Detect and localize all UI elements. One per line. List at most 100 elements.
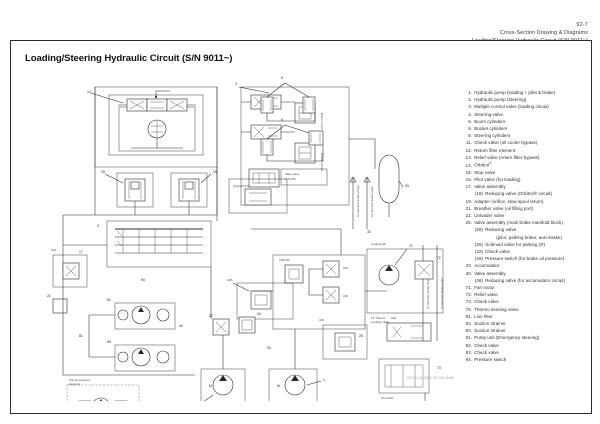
legend-item: 94.Pressure switch xyxy=(463,356,587,363)
legend-item: 11.Check valve (oil cooler bypass) xyxy=(463,139,587,146)
legend-item-number: (29) xyxy=(474,241,483,247)
legend-item: (49)Pressure switch (for brake oil press… xyxy=(463,255,587,262)
legend-item-number: 11. xyxy=(466,140,472,146)
legend-item: 16.Pilot valve (for loading) xyxy=(463,176,587,183)
legend-item-label: Bucket cylinders xyxy=(474,126,508,132)
svg-text:82: 82 xyxy=(107,298,111,302)
legend-item: 3.Multiple control valve (loading circui… xyxy=(463,103,587,110)
legend-item: 93.Check valve xyxy=(463,349,587,356)
svg-text:94: 94 xyxy=(141,278,145,282)
legend-item-label: Adapter (orifice, slow spool return) xyxy=(474,198,544,204)
legend-item-number: 91. xyxy=(465,335,472,341)
svg-text:93: 93 xyxy=(267,346,271,350)
legend-item-number: 2. xyxy=(468,97,472,103)
legend-item-label: Steering cylinders xyxy=(474,133,511,139)
legend-item-number: 26. xyxy=(465,220,472,226)
svg-text:M: M xyxy=(209,384,212,388)
legend-item-label: Valve assembly xyxy=(474,270,506,276)
legend-item: (29)Solenoid valve for parking (R) xyxy=(463,241,587,248)
svg-text:24: 24 xyxy=(257,312,261,316)
legend-item-label: Pressure switch xyxy=(474,357,507,362)
legend-item: 72.Relief valve xyxy=(463,291,587,298)
svg-text:(11)(12)(13): (11)(12)(13) xyxy=(233,184,249,188)
legend-item: 83.Suction strainer xyxy=(463,327,587,334)
svg-text:(17)(18): (17)(18) xyxy=(285,177,296,181)
legend-item-label: Relief valve xyxy=(474,292,498,298)
svg-text:21: 21 xyxy=(47,294,51,298)
legend-item-number: 16. xyxy=(465,176,472,182)
svg-text:5: 5 xyxy=(281,76,283,80)
legend-item-label: Suction strainer xyxy=(474,320,506,326)
legend-item-number: 83. xyxy=(465,328,472,334)
legend-item-label: Valve assembly (main brake manifold bloc… xyxy=(474,220,563,226)
legend-item-label: Relief valve (return filter bypass) xyxy=(474,154,540,160)
legend-item-number: 4. xyxy=(468,111,472,117)
legend-item-number: 14. xyxy=(465,162,472,168)
svg-text:73: 73 xyxy=(437,366,441,370)
legend-item-label: Line filter xyxy=(474,313,493,319)
legend-item: 81.Line filter xyxy=(463,313,587,320)
legend-item-label: Pilot valve (for loading) xyxy=(474,176,521,182)
legend-item-label: Reducing valve (Orbitrol® circuit) xyxy=(485,191,553,197)
svg-text:16: 16 xyxy=(213,170,217,174)
svg-text:To wet disc brake (rear): To wet disc brake (rear) xyxy=(370,186,374,217)
legend-list: 1.Hydraulic pump (loading + pilot & brak… xyxy=(463,89,587,363)
legend-item: 21.Breather valve (oil filling port) xyxy=(463,205,587,212)
svg-text:To wet disc brake (front): To wet disc brake (front) xyxy=(426,277,430,309)
svg-text:3: 3 xyxy=(97,224,99,228)
svg-text:M: M xyxy=(277,384,280,388)
legend-item-number: 94. xyxy=(465,357,472,362)
legend-item-number: 19. xyxy=(465,198,472,204)
legend-item-label: Orbitrol xyxy=(474,162,490,168)
legend-item: 5.Boom cylinders xyxy=(463,118,587,125)
legend-item-label: Pump unit (Emergency steering) xyxy=(474,335,540,341)
legend-item-number: (32) xyxy=(474,248,483,254)
svg-text:(26): (26) xyxy=(319,318,324,322)
legend-item: 4.Steering valve xyxy=(463,111,587,118)
svg-text:(29)(49): (29)(49) xyxy=(279,258,290,262)
legend-item: (28)Reducing valve xyxy=(463,226,587,233)
legend-item-number: 72. xyxy=(465,292,472,298)
legend-item: 92.Check valve xyxy=(463,342,587,349)
legend-item-label: Fan motor xyxy=(474,284,495,290)
legend-item-number: 22. xyxy=(465,212,472,218)
drawing-reference-code: 0070-42345 92-06-008 xyxy=(407,375,454,380)
legend-item-number: 93. xyxy=(465,349,472,355)
page-title: Loading/Steering Hydraulic Circuit (S/N … xyxy=(25,53,233,64)
legend-item-label: Accumulator xyxy=(474,263,500,269)
svg-text:3: 3 xyxy=(235,82,237,86)
legend-item: 22.Unloader valve xyxy=(463,212,587,219)
legend-item-number: 76. xyxy=(465,306,472,312)
svg-text:40: 40 xyxy=(179,324,183,328)
legend-item: 40.Valve assembly xyxy=(463,270,587,277)
legend-item: 17.Valve assembly xyxy=(463,183,587,190)
svg-text:81: 81 xyxy=(79,334,83,338)
legend-item-number: (28) xyxy=(474,227,483,233)
legend-item-label: Check valve xyxy=(485,248,510,254)
legend-item: 76.Thermo sensing valve xyxy=(463,306,587,313)
legend-item-number: 21. xyxy=(465,205,472,211)
legend-item-number: 1. xyxy=(468,90,472,95)
legend-item-label: Hydraulic pump (loading + pilot & brake) xyxy=(474,90,556,95)
legend-item: (32)Check valve xyxy=(463,248,587,255)
svg-text:To wet disc brake (rear): To wet disc brake (rear) xyxy=(440,278,444,309)
svg-text:15: 15 xyxy=(101,170,105,174)
legend-item: 14.Orbitrol® xyxy=(463,161,587,169)
legend-item-number: 17. xyxy=(465,184,472,190)
svg-text:(32): (32) xyxy=(343,266,348,270)
legend-item-label: Reducing valve (for accumulator circuit) xyxy=(485,277,566,283)
svg-text:17: 17 xyxy=(79,250,83,254)
legend-items: 1.Hydraulic pump (loading + pilot & brak… xyxy=(463,89,587,363)
legend-item-label: Solenoid valve for parking (R) xyxy=(485,241,546,247)
svg-text:1: 1 xyxy=(323,378,325,382)
legend-item-label: Pressure switch (for brake oil pressure) xyxy=(485,256,565,262)
legend-item-number: 71. xyxy=(465,284,472,290)
svg-text:72: 72 xyxy=(437,256,441,260)
svg-text:(49): (49) xyxy=(343,294,348,298)
svg-text:(19): (19) xyxy=(51,248,56,252)
svg-text:76 Thermo: 76 Thermo xyxy=(371,316,386,320)
legend-item: 15.Stop valve xyxy=(463,169,587,176)
legend-item-number: 3. xyxy=(468,104,472,110)
svg-text:6: 6 xyxy=(281,118,283,122)
legend-item-number: 12. xyxy=(465,147,472,153)
